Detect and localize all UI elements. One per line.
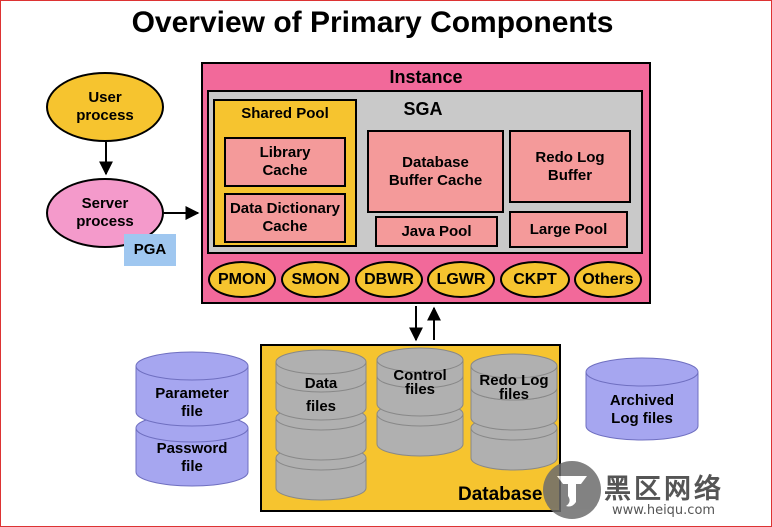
parameter-file-cylinder — [135, 351, 249, 427]
process-smon: SMON — [281, 261, 350, 298]
redo-log-buffer: Redo Log Buffer — [509, 130, 631, 203]
library-cache: Library Cache — [224, 137, 346, 187]
watermark-url: www.heiqu.com — [612, 503, 716, 518]
process-dbwr: DBWR — [355, 261, 423, 298]
data-dictionary-cache: Data Dictionary Cache — [224, 193, 346, 243]
archived-log-files-label: Archived Log files — [609, 392, 675, 427]
large-pool: Large Pool — [509, 211, 628, 248]
process-others: Others — [574, 261, 642, 298]
process-lgwr: LGWR — [427, 261, 495, 298]
redo-log-files-cylinder — [470, 353, 558, 471]
watermark-cn: 黑区网络 — [604, 474, 724, 505]
user-process: User process — [46, 72, 164, 142]
database-buffer-cache: Database Buffer Cache — [367, 130, 504, 213]
database-label: Database — [458, 484, 543, 505]
instance-label: Instance — [389, 66, 463, 87]
redo-log-files-label: Redo Log files — [479, 372, 549, 404]
shared-pool-label: Shared Pool — [241, 105, 329, 123]
data-files-label: Data files — [304, 375, 338, 416]
archived-log-files-cylinder — [585, 357, 699, 441]
data-files-cylinder — [275, 349, 367, 501]
process-pmon: PMON — [208, 261, 276, 298]
password-file-label: Password file — [156, 440, 228, 475]
watermark-logo-icon — [543, 461, 601, 519]
control-files-cylinder — [376, 347, 464, 457]
java-pool: Java Pool — [375, 216, 498, 247]
page-title: Overview of Primary Components — [131, 6, 614, 39]
process-ckpt: CKPT — [500, 261, 570, 298]
sga-label: SGA — [403, 98, 443, 119]
parameter-file-label: Parameter file — [155, 385, 229, 420]
server-process: Server process — [46, 178, 164, 248]
pga-label: PGA — [133, 241, 167, 259]
pga-box — [124, 234, 176, 266]
control-files-label: Control files — [393, 367, 447, 399]
